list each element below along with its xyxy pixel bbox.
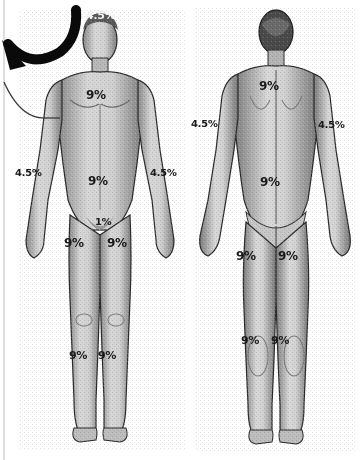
front-left-thigh-percent: 9% <box>107 237 127 249</box>
back-left-leg-percent: 9% <box>271 335 289 346</box>
front-right-thigh-percent: 9% <box>64 237 84 249</box>
front-chest-percent: 9% <box>86 89 106 101</box>
back-right-leg-percent: 9% <box>241 335 259 346</box>
front-right-leg-percent: 9% <box>69 350 87 361</box>
front-head-percent: 4.5% <box>86 10 115 21</box>
back-figure <box>196 8 356 452</box>
back-left-arm-percent: 4.5% <box>318 121 345 131</box>
back-right-arm-percent: 4.5% <box>191 120 218 130</box>
front-figure <box>20 10 185 450</box>
front-left-leg-percent: 9% <box>98 350 116 361</box>
back-right-thigh-percent: 9% <box>236 250 256 262</box>
lower-back-percent: 9% <box>260 176 280 188</box>
genitalia-percent: 1% <box>95 218 111 228</box>
front-abdomen-percent: 9% <box>88 175 108 187</box>
front-right-arm-percent: 4.5% <box>15 169 42 179</box>
back-left-thigh-percent: 9% <box>278 250 298 262</box>
front-left-arm-percent: 4.5% <box>150 169 177 179</box>
upper-back-percent: 9% <box>259 80 279 92</box>
